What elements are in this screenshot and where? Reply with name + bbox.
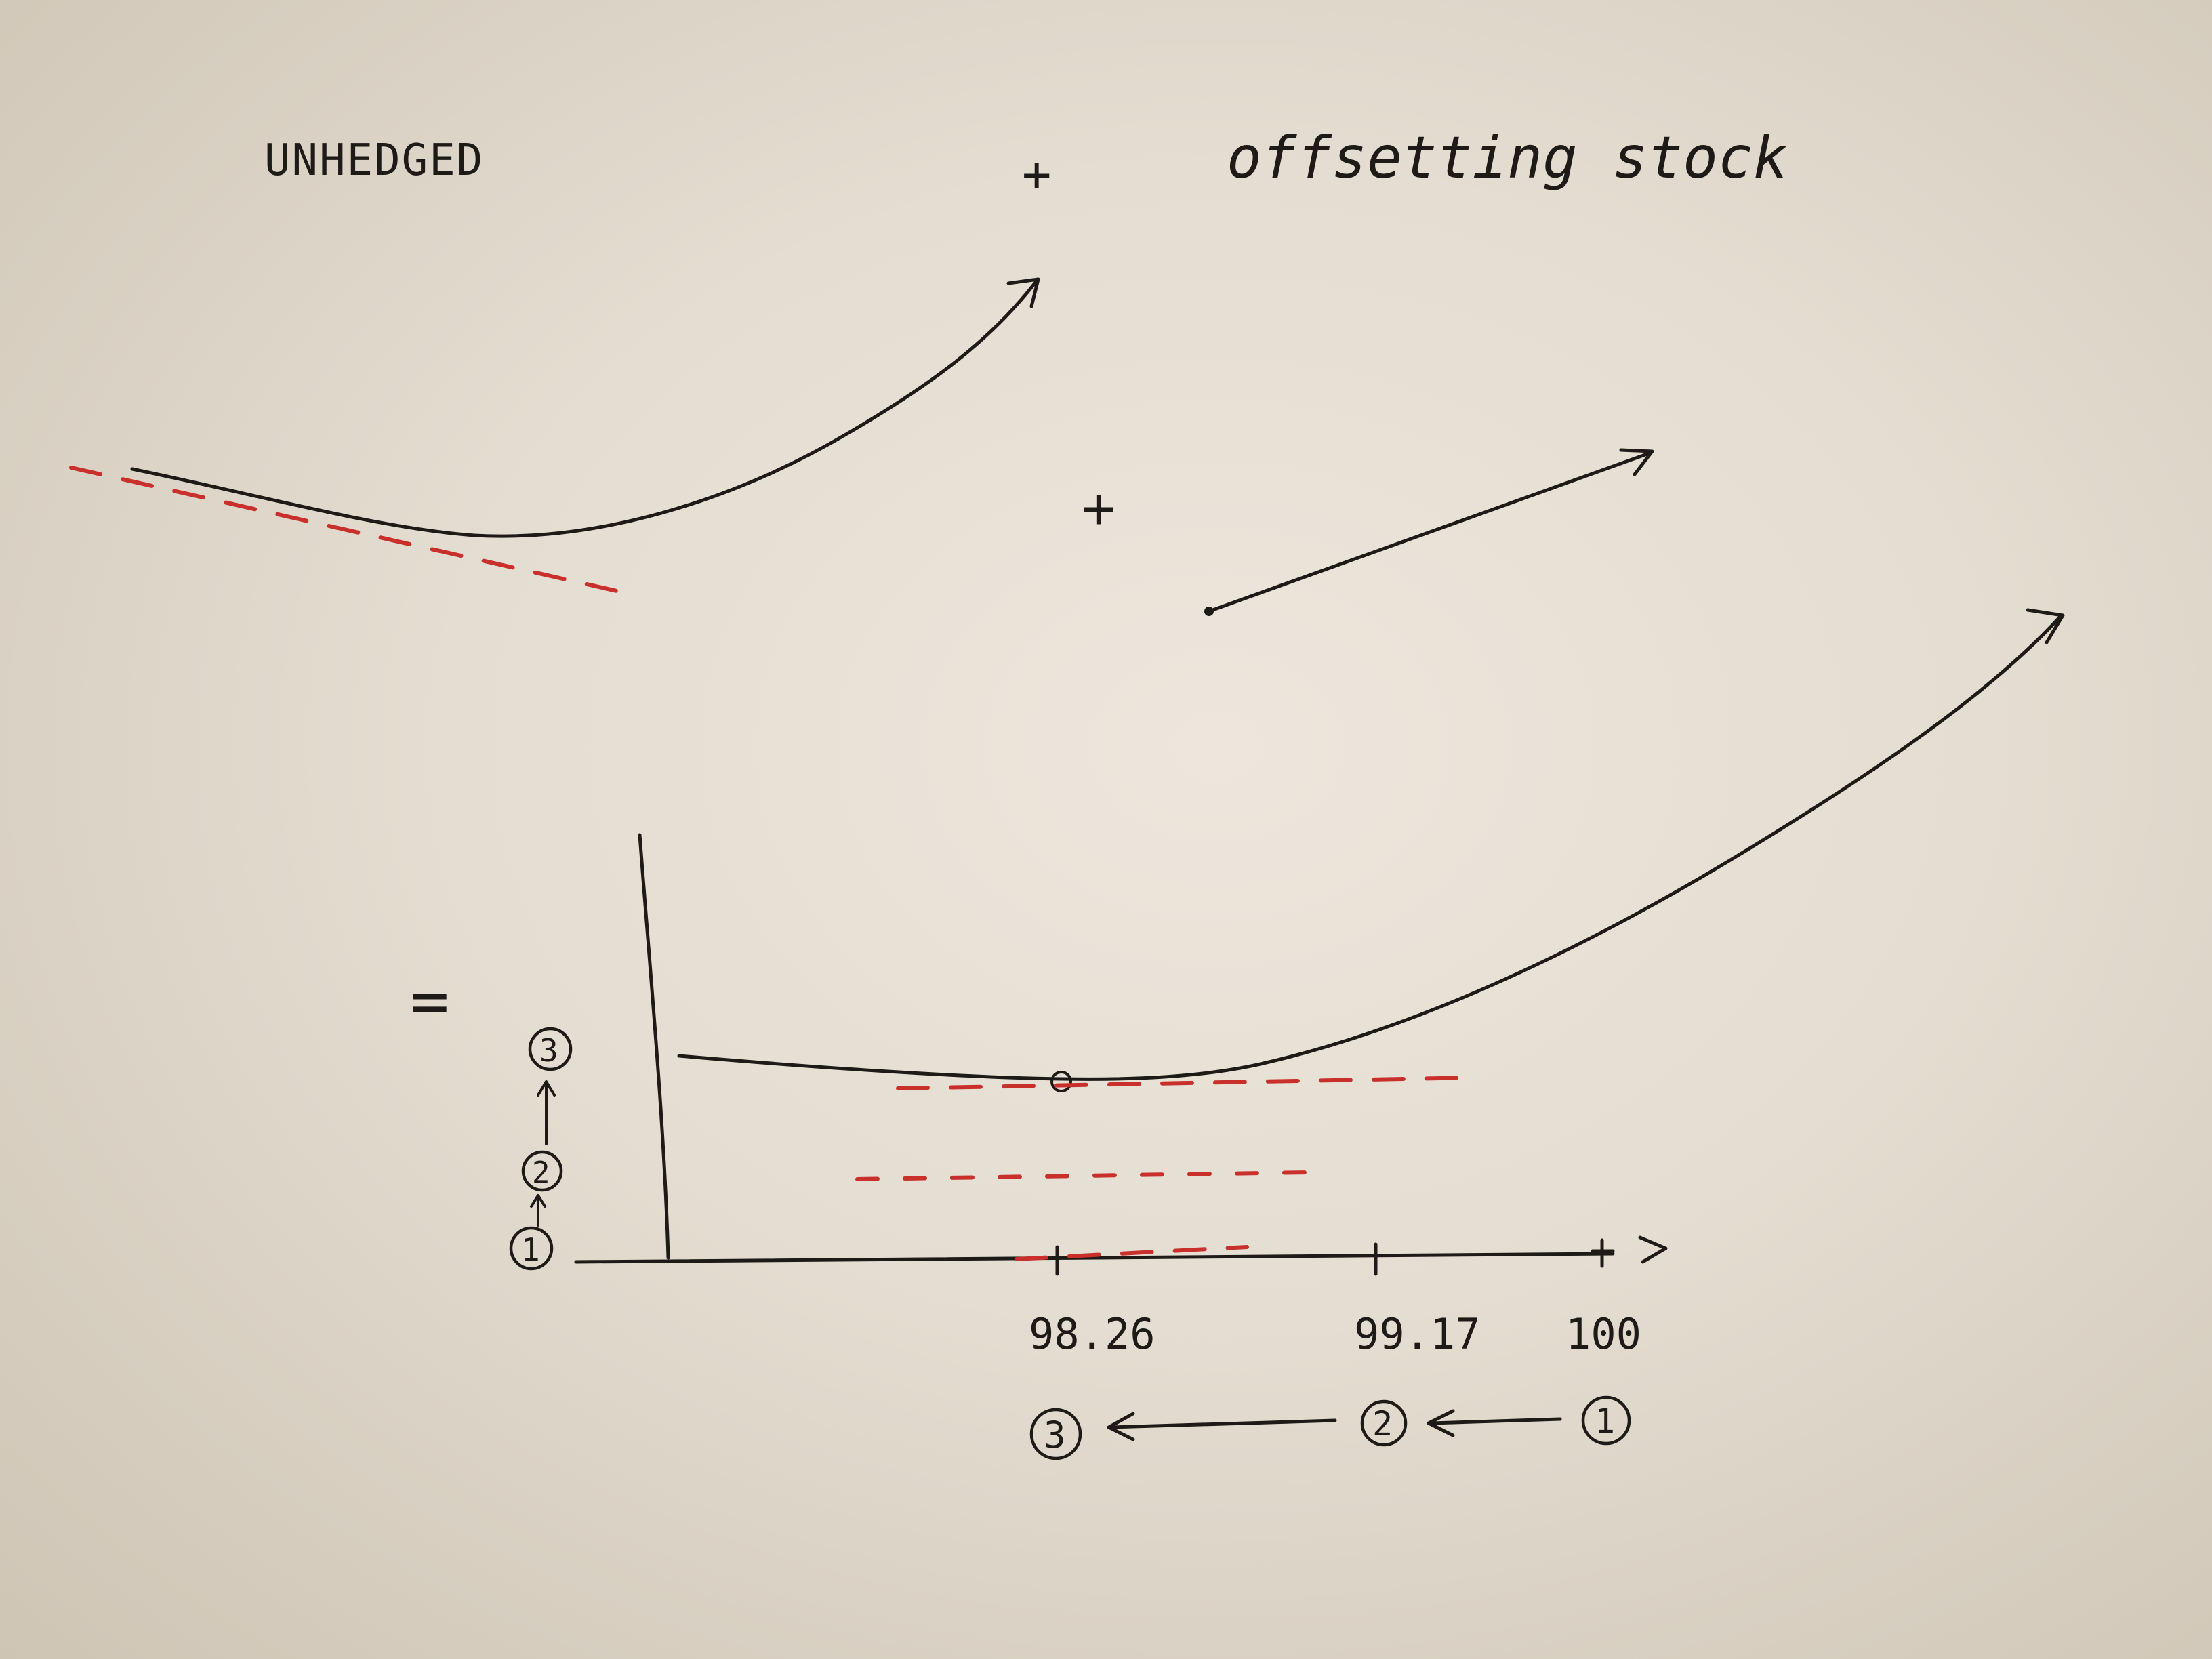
svg-text:3: 3 <box>539 1032 558 1069</box>
x-axis <box>574 1252 1615 1264</box>
hedged-curve-arrowhead <box>2026 608 2065 644</box>
horizontal-arrowhead-1-to-2 <box>1427 1409 1455 1437</box>
plus-sign-top: + <box>1022 146 1051 203</box>
horizontal-step-arrow-2-to-3 <box>1109 1418 1337 1429</box>
hedged-curve <box>677 615 2062 1081</box>
horizontal-arrowhead-2-to-3 <box>1107 1412 1135 1441</box>
vertical-step-1: 1 <box>509 1226 554 1271</box>
equals-sign: = <box>410 963 449 1039</box>
vertical-step-arrowhead-upper <box>537 1080 556 1097</box>
x-axis-arrowhead <box>1638 1235 1668 1264</box>
tick-label-100: 100 <box>1565 1309 1641 1359</box>
result-chart: 98.26 99.17 100 3 2 1 3 <box>509 608 2065 1460</box>
vertical-step-arrowhead-lower <box>530 1194 546 1208</box>
tangent-level-1 <box>1015 1245 1249 1261</box>
svg-text:1: 1 <box>521 1231 540 1268</box>
tick-label-98-26: 98.26 <box>1029 1309 1155 1359</box>
horizontal-step-3: 3 <box>1029 1408 1082 1460</box>
offsetting-stock-line <box>1204 448 1654 616</box>
svg-text:1: 1 <box>1595 1401 1615 1441</box>
svg-text:3: 3 <box>1044 1414 1066 1456</box>
vertical-step-2: 2 <box>521 1150 563 1192</box>
plus-sign-middle: + <box>1082 474 1116 541</box>
tangent-level-3 <box>896 1076 1479 1090</box>
horizontal-step-2: 2 <box>1360 1399 1408 1447</box>
tangent-level-2 <box>855 1170 1310 1181</box>
offsetting-stock-title: offsetting stock <box>1227 124 1788 192</box>
vertical-step-3: 3 <box>528 1027 573 1071</box>
svg-text:2: 2 <box>1372 1404 1393 1443</box>
minimum-point <box>1050 1071 1072 1092</box>
horizontal-step-arrow-1-to-2 <box>1429 1417 1562 1425</box>
horizontal-step-1: 1 <box>1581 1395 1631 1446</box>
unhedged-title: UNHEDGED <box>264 136 484 186</box>
tick-label-99-17: 99.17 <box>1354 1309 1481 1359</box>
unhedged-tangent-line <box>69 466 619 593</box>
unhedged-curve <box>130 277 1040 538</box>
y-axis <box>638 833 670 1260</box>
svg-text:2: 2 <box>532 1155 550 1190</box>
